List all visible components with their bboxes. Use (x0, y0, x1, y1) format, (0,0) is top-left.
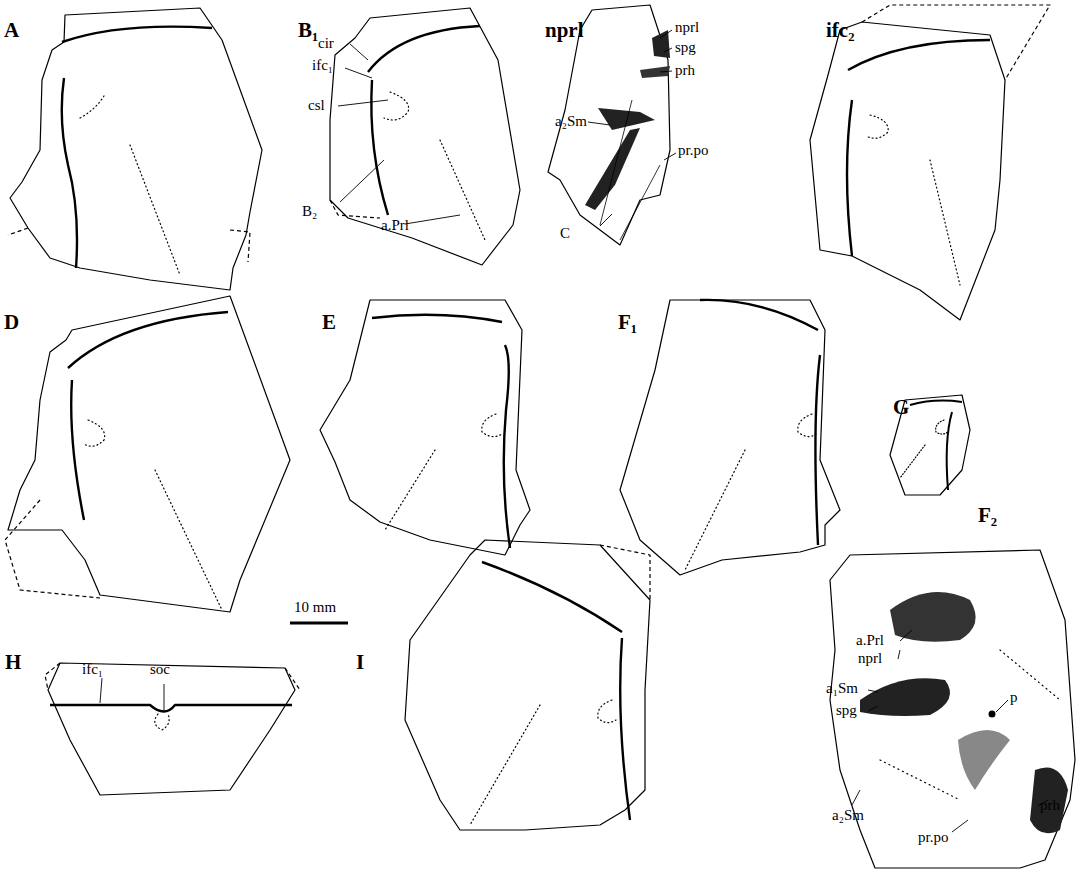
dashed-outline (862, 5, 1050, 80)
dotted-line (930, 160, 960, 285)
part-label: B₂ (302, 204, 317, 219)
part-label: a₂Sm (555, 114, 587, 129)
part-label: ifc₁ (82, 662, 103, 677)
part-label: nprl (858, 651, 882, 666)
dark-surface (860, 678, 950, 716)
dotted-line (155, 714, 169, 730)
bone-outline (830, 550, 1075, 868)
part-label: spg (836, 703, 857, 718)
suture (910, 401, 962, 405)
panel-letter: A (4, 20, 19, 41)
dotted-line (80, 96, 104, 118)
dotted-line (470, 705, 540, 825)
panel-letter: H (5, 652, 21, 673)
part-label: a.Prl (381, 218, 409, 233)
part-label: prh (675, 63, 695, 78)
dotted-line (384, 92, 409, 120)
scale-label: 10 mm (294, 600, 336, 615)
bone-outline (320, 300, 530, 555)
dotted-line (440, 140, 485, 240)
part-label: cir (318, 36, 334, 51)
bone-outline (48, 663, 295, 795)
suture (620, 638, 630, 820)
bone-outline (8, 296, 290, 612)
part-label: csl (308, 98, 325, 113)
dotted-line (798, 414, 816, 437)
dotted-line (482, 414, 502, 437)
part-label: pr.po (678, 143, 708, 158)
dark-surface (585, 128, 640, 210)
dashed-outline (330, 200, 380, 218)
panel-letter: G (893, 397, 909, 418)
dark-surface (652, 30, 670, 58)
suture (700, 300, 818, 330)
suture (62, 78, 77, 268)
dotted-line (130, 145, 180, 275)
part-label: a.Prl (856, 633, 884, 648)
panel-letter: F₂ (978, 505, 997, 526)
bone-outline (810, 22, 1005, 320)
panel-letter: I (356, 652, 364, 673)
dashed-outline (8, 228, 250, 262)
dashed-outline (880, 650, 1060, 800)
suture (62, 27, 212, 42)
dotted-line (866, 115, 888, 138)
dark-surface (640, 66, 670, 78)
leader-lines (100, 30, 1048, 832)
scale-bar (290, 622, 348, 625)
dotted-line (84, 420, 105, 446)
part-label: a₁Sm (826, 681, 858, 696)
panel-letter: B₁ (298, 20, 318, 41)
bone-outline (890, 395, 970, 495)
bone-outline (405, 540, 650, 830)
dotted-line (598, 700, 616, 723)
part-label: prh (1040, 798, 1060, 813)
suture (50, 705, 292, 712)
suture (372, 315, 502, 322)
suture (71, 380, 84, 520)
suture (368, 26, 480, 72)
panel-letter: E (322, 312, 336, 333)
dotted-line (600, 100, 660, 240)
part-label: p (1010, 690, 1018, 705)
dashed-outline (600, 545, 650, 600)
suture (504, 345, 510, 548)
dotted-line (900, 445, 925, 478)
suture (847, 100, 852, 256)
bone-outline (548, 5, 670, 245)
bone-outline (330, 8, 520, 265)
suture (947, 412, 952, 490)
panel-letter: nprl (545, 20, 584, 41)
part-label: a₂Sm (832, 808, 864, 823)
part-label: spg (675, 40, 696, 55)
dotted-line (685, 450, 745, 570)
suture (482, 562, 622, 632)
dark-surface (890, 592, 976, 642)
foramen (989, 711, 996, 718)
suture (848, 40, 990, 70)
part-label: ifc₁ (312, 58, 333, 73)
suture (68, 312, 228, 368)
dotted-line (936, 420, 948, 434)
panel-letter: D (4, 312, 19, 333)
bone-outline (620, 300, 840, 575)
dotted-line (155, 470, 222, 610)
part-label: soc (150, 662, 170, 677)
panel-letter: F₁ (618, 312, 637, 333)
dashed-outline (5, 500, 100, 598)
dotted-line (385, 450, 435, 530)
panel-letter: ifc₂ (826, 20, 854, 41)
part-label: pr.po (918, 830, 948, 845)
dark-surface (958, 730, 1010, 790)
part-label: nprl (675, 20, 699, 35)
bone-outline (10, 8, 262, 290)
dashed-outline (45, 663, 300, 690)
dark-surface (1030, 768, 1068, 834)
part-label: C (560, 226, 570, 241)
dark-surface (598, 108, 655, 130)
suture (815, 355, 820, 545)
